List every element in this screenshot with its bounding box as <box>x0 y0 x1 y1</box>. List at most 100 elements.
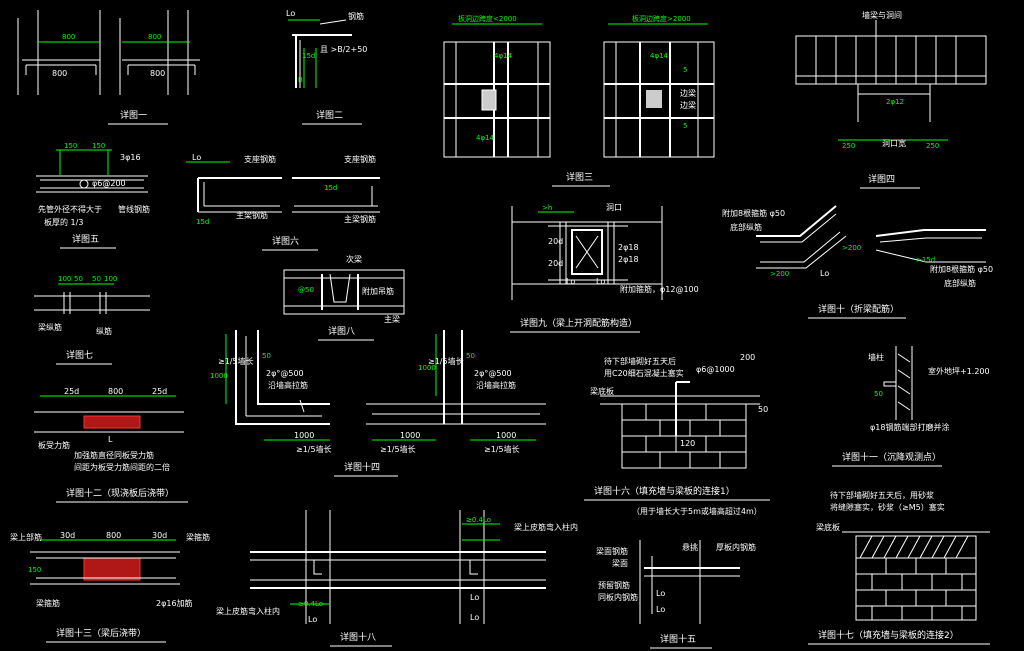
d7-l1: 梁纵筋 <box>38 322 62 332</box>
d16-n1: 待下部墙砌好五天后 <box>604 356 676 366</box>
detail-2: Lo 钢筋 且 >B/2+50 15d B 详图二 <box>286 9 367 125</box>
d5-n3: 管线钢筋 <box>118 204 150 214</box>
d5-n2: 板厚的 1/3 <box>44 217 83 227</box>
d18-a: ≥0.4Lo <box>298 600 323 608</box>
d8-caption: 详图八 <box>328 325 355 337</box>
detail-5: 150 150 3φ16 φ6@200 先管外径不得大于 板厚的 1/3 管线钢… <box>36 142 150 249</box>
d15-l1: 梁面钢筋 <box>596 546 628 556</box>
detail-4: 墙梁与洞间 2φ12 250 洞口宽 250 详图四 <box>795 10 987 189</box>
d2-15d: 15d <box>302 52 315 60</box>
d1-dim-a: 800 <box>62 33 75 41</box>
d10-a: >200 <box>770 270 789 278</box>
d12-d2: 800 <box>108 387 123 396</box>
d3-s1: 5 <box>683 66 687 74</box>
d13-l2: 梁箍筋 <box>186 532 210 542</box>
d9-c: 20d <box>548 237 563 246</box>
d13-l1: 梁上部筋 <box>10 532 42 542</box>
d7-d1: 100 <box>58 275 71 283</box>
d6-15d-b: 15d <box>324 184 337 192</box>
d1-dim-c: 800 <box>52 69 67 78</box>
d12-d1: 25d <box>64 387 79 396</box>
d4-caption: 详图四 <box>868 173 895 185</box>
d5-caption: 详图五 <box>72 233 99 245</box>
d9-i: 附加箍筋，φ12@100 <box>620 284 699 294</box>
detail-3: 板洞边跨度<2000 4φ14 4φ14 板洞边跨度>2000 4φ14 5 5… <box>443 14 715 187</box>
d17-n1: 待下部墙砌好五天后，用砂浆 <box>830 490 934 500</box>
d10-l3: 附加8根箍筋 φ50 <box>930 264 993 274</box>
d7-caption: 详图七 <box>66 349 93 361</box>
d3-n3: 4φ14 <box>650 52 669 60</box>
d13-caption: 详图十三（梁后浇带） <box>56 627 146 639</box>
d3-top-right: 板洞边跨度>2000 <box>632 14 691 23</box>
d14-n3: 沿墙高拉筋 <box>268 380 308 390</box>
d5-d2: 150 <box>92 142 105 150</box>
d2-caption: 详图二 <box>316 109 343 121</box>
d4-d1: 250 <box>842 142 855 150</box>
d15-l3: 悬挑 <box>682 542 698 552</box>
d14-n4: 沿墙高拉筋 <box>476 380 516 390</box>
d3-caption: 详图三 <box>566 171 593 183</box>
d9-g: Lo <box>566 277 575 286</box>
d16-caption: 详图十六（填充墙与梁板的连接1） <box>594 485 735 497</box>
d14-n1: 2φ°@500 <box>266 369 304 378</box>
d3-l2: 边梁 <box>680 100 696 110</box>
d16-v: 200 <box>740 353 755 362</box>
detail-1: 800 800 800 800 详图一 <box>17 10 200 125</box>
d7-d3: 50 <box>92 275 101 283</box>
d13-d1: 30d <box>60 531 75 540</box>
detail-7: 100 50 50 100 梁纵筋 纵筋 详图七 <box>34 275 150 365</box>
d2-rebar: 钢筋 <box>348 11 364 21</box>
d11-l3: φ18钢筋端部打磨并涂 <box>870 422 949 432</box>
d9-f: 2φ18 <box>618 255 639 264</box>
d6-15d-a: 15d <box>196 218 209 226</box>
d7-l2: 纵筋 <box>96 326 112 336</box>
detail-12: 25d 800 25d 板受力筋 L 加强筋直径同板受力筋 间距为板受力筋间距的… <box>34 387 188 503</box>
d15-lo2: Lo <box>656 605 665 614</box>
d16-d2: 50 <box>758 405 768 414</box>
d7-d2: 50 <box>74 275 83 283</box>
d2-note: 且 >B/2+50 <box>320 45 367 54</box>
d14-b3: ≥1/5墙长 <box>484 444 520 454</box>
d4-top: 墙梁与洞间 <box>862 10 902 20</box>
d18-l2: 梁上皮筋弯入柱内 <box>216 606 280 616</box>
d12-l1: 板受力筋 <box>38 440 70 450</box>
d16-bar: φ6@1000 <box>696 365 735 374</box>
d18-lo1: Lo <box>308 615 317 624</box>
d12-l3: 加强筋直径同板受力筋 <box>74 450 154 460</box>
d2-lo: Lo <box>286 9 295 18</box>
d6-l3: 主梁钢筋 <box>236 210 268 220</box>
d11-caption: 详图十一（沉降观测点） <box>842 451 941 463</box>
d10-d: >15d <box>916 256 935 264</box>
d18-b: ≥0.4Lo <box>466 516 491 524</box>
d12-l2: L <box>108 435 113 444</box>
d3-n2: 4φ14 <box>476 134 495 142</box>
detail-13: 30d 800 30d 梁上部筋 梁箍筋 梁箍筋 2φ16加筋 150 详图十三… <box>10 531 210 643</box>
d14-b2: ≥1/5墙长 <box>380 444 416 454</box>
d6-l1: 支座钢筋 <box>244 154 276 164</box>
d9-d: 20d <box>548 259 563 268</box>
d10-l4: 底部纵筋 <box>944 278 976 288</box>
d16-d1: 120 <box>680 439 695 448</box>
d17-caption: 详图十七（填充墙与梁板的连接2） <box>818 629 959 641</box>
detail-11: 墙柱 室外地坪+1.200 φ18钢筋端部打磨并涂 50 详图十一（沉降观测点） <box>832 346 990 467</box>
d4-d3: 250 <box>926 142 939 150</box>
d12-l4: 间距为板受力筋间距的二倍 <box>74 462 170 472</box>
d14-d3: 1000 <box>496 431 516 440</box>
d18-lo3: Lo <box>470 613 479 622</box>
d14-l1: ≥1/5墙长 <box>218 356 254 366</box>
d4-d2: 洞口宽 <box>882 138 906 148</box>
d11-l2: 室外地坪+1.200 <box>928 366 990 376</box>
detail-14: 2φ°@500 沿墙高拉筋 2φ°@500 沿墙高拉筋 ≥1/5墙长 ≥1/5墙… <box>210 330 546 477</box>
d14-d2: 1000 <box>400 431 420 440</box>
d16-n2: 用C20细石混凝土塞实 <box>604 368 684 378</box>
d7-d4: 100 <box>104 275 117 283</box>
detail-10: 附加8根箍筋 φ50 底部纵筋 附加8根箍筋 φ50 底部纵筋 >200 >20… <box>722 205 993 319</box>
d12-caption: 详图十二（现浇板后浇带） <box>66 487 174 499</box>
d18-l1: 梁上皮筋弯入柱内 <box>514 522 578 532</box>
d2-b: B <box>298 76 303 84</box>
d4-bar: 2φ12 <box>886 98 904 106</box>
detail-6: Lo 支座钢筋 支座钢筋 主梁钢筋 主梁钢筋 15d 15d 详图六 <box>186 153 380 251</box>
d10-b: >200 <box>842 244 861 252</box>
d6-l4: 主梁钢筋 <box>344 214 376 224</box>
d18-lo2: Lo <box>470 593 479 602</box>
